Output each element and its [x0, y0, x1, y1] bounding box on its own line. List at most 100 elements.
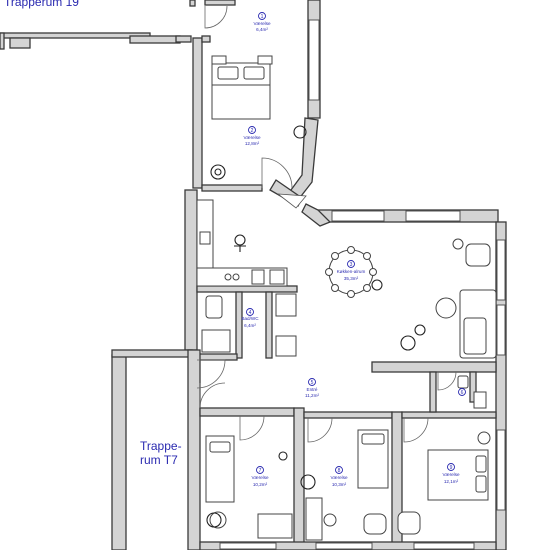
- door-room-c: [403, 417, 429, 443]
- window-bottom-3: [413, 542, 475, 550]
- plant-icon-1-core: [214, 168, 222, 176]
- person-icon-4: [278, 451, 288, 461]
- door-wc: [437, 371, 457, 391]
- chair-a: [209, 511, 227, 529]
- wall-wc-left: [429, 371, 437, 413]
- chair-5: [347, 290, 355, 298]
- room-name: Værelse: [442, 472, 460, 477]
- nightstand-upper-1: [211, 55, 227, 65]
- chair-2: [363, 252, 371, 260]
- room-name: Værelse: [253, 21, 271, 26]
- wall-stair-top: [111, 349, 193, 358]
- window-upper-right: [308, 19, 320, 101]
- labels: Trapperum 19 Trappe- rum T7 1 Værelse 6,…: [4, 0, 466, 487]
- wall-upper-left-step: [129, 35, 181, 44]
- wall-utility-left: [265, 291, 273, 359]
- door-bath: [196, 359, 226, 389]
- wall-top-door-head: [204, 0, 236, 6]
- stairwell-t7-label-1: Trappe-: [140, 439, 182, 453]
- furniture: [196, 55, 497, 541]
- svg-text:1: 1: [261, 14, 264, 20]
- svg-text:7: 7: [259, 468, 262, 474]
- desk-b: [305, 497, 323, 541]
- hob-1: [224, 273, 232, 281]
- wall-right: [495, 221, 507, 550]
- room-area: 12,1m²: [444, 479, 459, 484]
- pillow-upper-2: [243, 66, 265, 80]
- decorations: [206, 125, 426, 528]
- stairwell-19-label: Trapperum 19: [4, 0, 79, 9]
- room-name: Køkken-alrum: [337, 269, 366, 274]
- door-angled: [276, 193, 307, 209]
- door-top: [204, 5, 228, 29]
- nightstand-upper-2: [257, 55, 273, 65]
- room-area: 6,4m²: [244, 323, 256, 328]
- wall-living-corner: [301, 203, 332, 227]
- door-stair: [199, 382, 226, 409]
- wall-bath-bottom: [196, 353, 238, 361]
- wall-top-stub: [189, 0, 196, 7]
- room-area: 11,2m²: [305, 393, 319, 398]
- wall-stair-left: [111, 354, 127, 550]
- pillow-c-2: [475, 475, 487, 493]
- room-area: 10,3m²: [332, 482, 347, 487]
- wall-upper-left-joint: [175, 35, 192, 43]
- sofa-seat: [463, 317, 487, 355]
- room-tag-room-c: 9 Værelse 12,1m²: [442, 463, 460, 484]
- plant-icon-2: [293, 125, 307, 139]
- wc-toilet: [457, 375, 469, 389]
- chair-4: [363, 284, 371, 292]
- wall-bath-right: [235, 291, 243, 359]
- wall-upper-left-end: [0, 32, 5, 50]
- wc-sink: [473, 391, 487, 409]
- wall-lower-top-left: [199, 407, 295, 417]
- plant-icon-4: [300, 474, 316, 490]
- armchair-living: [465, 243, 491, 267]
- room-tag-bedroom-upper: 2 Værelse 12,8m²: [243, 126, 261, 146]
- stool-b: [323, 513, 337, 527]
- room-name: Værelse: [330, 475, 348, 480]
- room-name: Værelse: [243, 135, 261, 140]
- chair-1: [347, 246, 355, 254]
- wall-upper-left-block: [9, 37, 31, 49]
- armchair-b: [363, 513, 387, 535]
- wall-living-bottom: [371, 361, 497, 373]
- shower: [201, 329, 231, 353]
- wall-lower-top-right: [401, 411, 497, 419]
- chair-6: [331, 284, 339, 292]
- chair-8: [331, 252, 339, 260]
- hob-2: [232, 273, 240, 281]
- window-living-1: [331, 210, 385, 222]
- room-tag-room-b: 8 Værelse 10,3m²: [330, 466, 348, 487]
- kitchen-sink: [199, 231, 211, 245]
- pillow-b: [361, 433, 385, 445]
- fridge: [269, 269, 285, 285]
- room-tag-wc: 6: [458, 388, 466, 396]
- wall-upper-left-vertical: [192, 37, 203, 189]
- wall-lower-top-mid: [303, 411, 393, 419]
- stairwell-t7-label-2: rum T7: [140, 453, 178, 467]
- person-icon-3: [414, 324, 426, 336]
- room-area: 35,3m²: [344, 276, 359, 281]
- chair-7: [325, 268, 333, 276]
- armchair-c: [397, 511, 421, 535]
- doors: [196, 5, 457, 443]
- svg-text:8: 8: [338, 468, 341, 474]
- door-bedroom: [261, 157, 293, 189]
- room-tag-room-a: 7 Værelse 10,2m²: [251, 466, 269, 487]
- room-name: Værelse: [251, 475, 269, 480]
- svg-text:2: 2: [251, 128, 254, 134]
- windows: [219, 19, 506, 550]
- nightstand-c: [477, 431, 491, 445]
- person-icon-1-body: [234, 245, 246, 252]
- window-right-3: [496, 429, 506, 511]
- room-area: 6,4m²: [256, 27, 268, 32]
- room-tag-bath: 4 Bad/WC 6,4m²: [241, 308, 259, 328]
- desk-a: [257, 513, 293, 539]
- window-bottom-1: [219, 542, 277, 550]
- washer: [275, 293, 297, 317]
- wall-divider-1: [293, 407, 305, 550]
- plant-icon-5: [206, 512, 222, 528]
- wall-stair-right: [187, 349, 201, 550]
- wall-wc-right: [469, 371, 477, 403]
